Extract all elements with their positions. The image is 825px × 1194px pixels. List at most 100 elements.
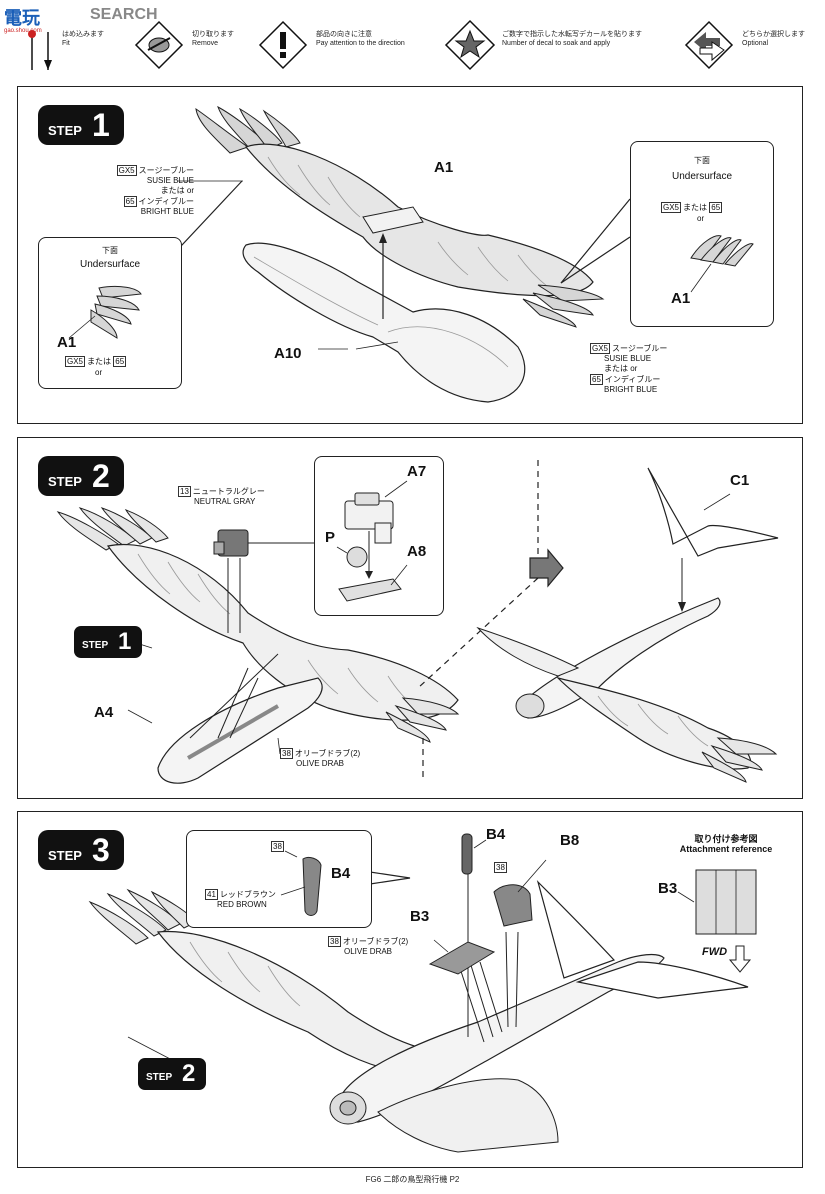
legend-fit-en: Fit <box>62 40 70 47</box>
undersurface-jp: 下面 <box>102 246 118 255</box>
step2-badge: STEP 2 <box>38 456 124 496</box>
undersurface-part-a1: A1 <box>671 290 691 307</box>
color-jp: スージーブルー <box>612 344 668 353</box>
step2-drawing <box>56 460 779 784</box>
color-jp: スージーブルー <box>138 166 194 175</box>
legend-decal-en: Number of decal to soak and apply <box>502 40 611 47</box>
label-b4: B4 <box>486 826 506 843</box>
step3-drawing <box>88 833 757 1153</box>
or-jp: または <box>683 203 708 212</box>
code-65: 65 <box>113 356 127 367</box>
step1-badge-num: 1 <box>92 107 110 143</box>
attach-fwd: FWD <box>702 946 728 958</box>
code-65: 65 <box>709 202 723 213</box>
color-or: または or <box>160 186 194 195</box>
fit-icon <box>28 30 52 70</box>
attention-icon <box>258 20 308 70</box>
undersurface-feathers-drawing <box>68 285 142 339</box>
color-en: RED BROWN <box>217 900 267 909</box>
legend-optional-jp: どちらか選択します <box>742 31 805 38</box>
undersurface-en: Undersurface <box>79 259 141 270</box>
undersurface-jp: 下面 <box>694 156 710 165</box>
decal-icon <box>444 19 496 71</box>
b4-part-label: B4 <box>331 865 351 882</box>
color-or: または or <box>604 364 638 373</box>
code-gx5: GX5 <box>590 343 611 354</box>
step2-badge-num: 2 <box>92 458 110 494</box>
b4-part-drawing <box>280 850 322 916</box>
color-jp: インディブルー <box>138 197 194 206</box>
code-38: 38 <box>494 862 507 873</box>
sub-badge-word: STEP <box>82 640 109 651</box>
label-c1: C1 <box>730 472 750 489</box>
watermark-brand-en: SEARCH <box>90 6 158 23</box>
label-a7: A7 <box>407 463 427 480</box>
color-jp: オリーブドラブ(2) <box>294 749 361 758</box>
watermark-brand-cn: 電玩 <box>4 8 40 28</box>
b8-code: 38 <box>494 862 509 873</box>
color-en: BRIGHT BLUE <box>140 207 194 216</box>
undersurface-en: Undersurface <box>671 171 733 182</box>
legend-bar: はめ込みます Fit 切り取ります Remove 部品の向きに注意 Pay at… <box>0 0 825 80</box>
remove-icon <box>134 20 184 70</box>
label-b3: B3 <box>410 908 430 925</box>
color-en: SUSIE BLUE <box>604 354 652 363</box>
color-jp: オリーブドラブ(2) <box>342 937 409 946</box>
label-b8: B8 <box>560 832 580 849</box>
label-a8: A8 <box>407 543 427 560</box>
code-38: 38 <box>280 748 293 759</box>
attach-part-b3: B3 <box>658 880 678 897</box>
step3-sub-badge: STEP 2 <box>138 1058 206 1090</box>
undersurface-part-a1: A1 <box>57 334 77 351</box>
code-41: 41 <box>205 889 218 900</box>
step3-badge-word: STEP <box>48 848 82 863</box>
step3-badge: STEP 3 <box>38 830 124 870</box>
watermark-logo: 電玩 SEARCH gao.shou.com <box>4 4 164 34</box>
step1-label-a1: A1 <box>434 159 454 176</box>
legend-remove-jp: 切り取ります <box>192 31 234 38</box>
b4-code-top: 38 <box>271 841 286 852</box>
legend-attention-en: Pay attention to the direction <box>316 40 405 47</box>
label-p: P <box>325 529 336 546</box>
step2-badge-word: STEP <box>48 474 82 489</box>
legend-decal-jp: ご数字で指示した水転写デカールを貼ります <box>502 31 642 38</box>
page-footer: FG6 二郎の鳥型飛行機 P2 <box>365 1175 460 1184</box>
attach-jp: 取り付け参考図 <box>694 834 758 844</box>
color-jp: レッドブラウン <box>219 890 276 899</box>
watermark-domain: gao.shou.com <box>4 28 42 34</box>
optional-icon <box>684 20 734 70</box>
legend-fit-jp: はめ込みます <box>62 31 104 38</box>
code-gx5: GX5 <box>116 165 137 176</box>
sub-badge-num: 2 <box>182 1060 196 1087</box>
undersurface-or-en: or <box>95 368 103 377</box>
code-65: 65 <box>590 374 603 385</box>
step2-sub-badge: STEP 1 <box>74 626 142 658</box>
undersurface-or-en: or <box>697 214 705 223</box>
step3-badge-num: 3 <box>92 832 110 868</box>
code-gx5: GX5 <box>65 356 86 367</box>
step1-label-a10: A10 <box>274 345 302 362</box>
color-en: OLIVE DRAB <box>344 947 393 956</box>
color-en: SUSIE BLUE <box>146 176 194 185</box>
step2-engine-callout: A7 P A8 <box>314 456 444 616</box>
color-jp: ニュートラルグレー <box>192 487 265 496</box>
color-en: OLIVE DRAB <box>296 759 345 768</box>
attachment-reference: 取り付け参考図 Attachment reference B3 FWD <box>658 830 798 990</box>
color-jp: インディブルー <box>604 375 661 384</box>
step1-wing-drawing <box>151 105 631 403</box>
code-gx5: GX5 <box>661 202 682 213</box>
sub-badge-word: STEP <box>146 1072 173 1083</box>
code-13: 13 <box>178 486 191 497</box>
code-38: 38 <box>328 936 341 947</box>
sub-badge-num: 1 <box>118 628 132 655</box>
